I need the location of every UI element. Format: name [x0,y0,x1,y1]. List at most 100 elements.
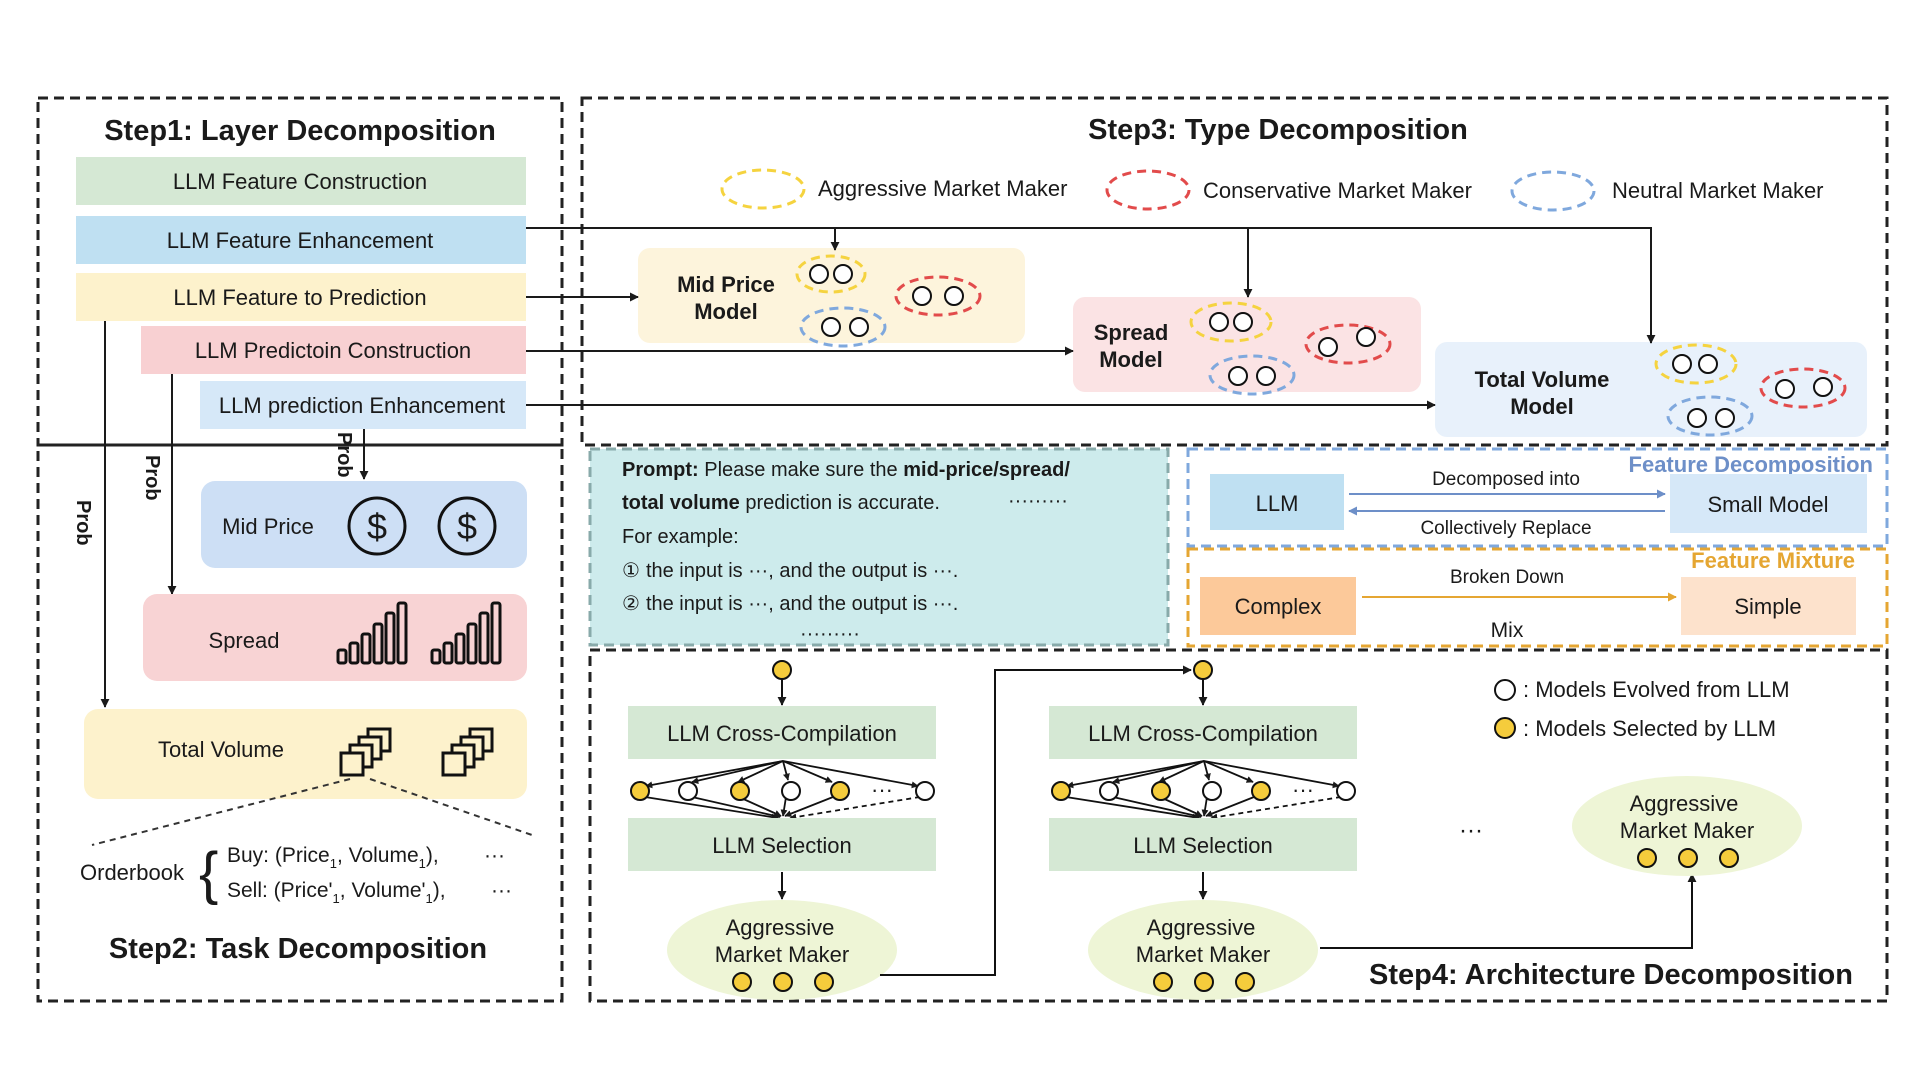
stacked-squares-icon [339,727,392,777]
svg-text:$: $ [367,506,387,547]
pipeline-connector-arrow [880,665,1192,976]
feature-decomposition-border [1186,447,1889,548]
mid-aggressive-cluster [795,254,867,294]
orderbook: Orderbook { Buy: (Price1, Volume1), ··· … [80,778,533,906]
spread-model-box [1073,297,1421,392]
evolved-model-dot [915,781,935,801]
fd-small-model-box [1670,474,1867,533]
step3-border [580,96,1889,447]
selected-model-dot [1678,848,1698,868]
selected-model-dot [772,660,792,680]
step1-title: Step1: Layer Decomposition [104,115,496,147]
prob-arrows [100,321,369,708]
layer-list: LLM Feature Construction LLM Feature Enh… [76,157,526,429]
layer-label-2: LLM Feature Enhancement [167,228,434,253]
pipeline1-cross-compilation-label: LLM Cross-Compilation [667,721,897,746]
layer-box-4 [141,326,526,374]
selected-model-dot [1235,972,1255,992]
spread-neutral-cluster [1208,354,1296,396]
legend-conservative-ellipse [1105,169,1191,211]
fm-simple-label: Simple [1734,594,1801,619]
selected-model-dot [730,781,750,801]
volume-conservative-cluster [1759,367,1847,409]
pipeline2-selection-box [1049,818,1357,871]
evolved-model-dot [678,781,698,801]
prompt-box [588,447,1170,647]
prompt-line-2: total volume prediction is accurate. [622,492,940,514]
legend-selected-dot [1494,717,1516,739]
model-circle [912,286,932,306]
bar-chart-icon [336,601,408,665]
evolved-model-dot [1099,781,1119,801]
final-result-ellipse [1572,776,1802,876]
model-circle [944,286,964,306]
total-volume-task-label: Total Volume [158,737,284,762]
pipeline1-selection-box [628,818,936,871]
legend-aggressive-label: Aggressive Market Maker [818,176,1067,201]
prob-label-spread: Prob [141,455,163,501]
section-borders [36,96,1889,1003]
legend-evolved-dot [1494,679,1516,701]
legend-neutral-ellipse [1510,170,1596,212]
legend-selected-label: : Models Selected by LLM [1523,716,1776,741]
selected-model-dot [630,781,650,801]
fd-llm-box [1210,474,1344,530]
pipeline1-result-label-2: Market Maker [715,942,849,967]
pipeline2-edges [1065,760,1342,821]
orderbook-label: Orderbook [80,860,185,885]
pipeline1-selection-label: LLM Selection [712,833,851,858]
pipeline-mid-ellipsis: ··· [1459,817,1483,844]
step2-title: Step2: Task Decomposition [109,933,487,965]
feature-decomposition-title: Feature Decomposition [1629,452,1873,477]
fm-top-label: Broken Down [1450,567,1564,588]
orderbook-sell-ellipsis: ··· [491,879,512,902]
model-circle [1356,327,1376,347]
pipeline1-cross-compilation-box [628,706,936,759]
evolved-model-dot [781,781,801,801]
final-result-label-2: Market Maker [1620,818,1754,843]
mid-conservative-cluster [894,275,982,317]
feature-mixture: Feature Mixture Complex Simple Broken Do… [1186,547,1889,648]
fd-small-model-label: Small Model [1707,492,1828,517]
feature-decomposition: Feature Decomposition LLM Small Model De… [1186,447,1889,548]
type-legend: Aggressive Market Maker Conservative Mar… [720,168,1824,212]
selected-model-dot [814,972,834,992]
legend-conservative-label: Conservative Market Maker [1203,178,1472,203]
orderbook-buy: Buy: (Price1, Volume1), [227,844,439,871]
total-volume-model-box [1435,342,1867,437]
evolved-model-dot [1202,781,1222,801]
model-circle [1318,337,1338,357]
model-circle [1233,312,1253,332]
model-circle [821,317,841,337]
step1-border [36,96,564,447]
svg-text:$: $ [457,506,477,547]
spread-model-label-1: Spread [1094,320,1169,345]
model-circle [1209,312,1229,332]
prompt-dots: ········· [1008,490,1068,512]
volume-neutral-cluster [1666,395,1754,437]
pipeline2-selection-label: LLM Selection [1133,833,1272,858]
model-circle [809,264,829,284]
selected-model-dot [1153,972,1173,992]
spread-model-label-2: Model [1099,347,1163,372]
pipeline1-result-label-1: Aggressive [726,915,835,940]
orderbook-zoom-line-left [91,778,351,846]
prob-label-volume: Prob [72,500,94,546]
evolution-pipeline-1: LLM Cross-Compilation ··· LLM Selection … [628,660,936,1000]
selected-model-dot [1719,848,1739,868]
selected-model-dot [1637,848,1657,868]
pipeline1-edges [644,760,921,821]
final-result-arrow [1320,873,1697,949]
layer-box-5 [200,381,526,429]
mid-price-model: Mid Price Model [638,248,1025,348]
mid-price-model-box [638,248,1025,343]
model-circle [1715,408,1735,428]
pipeline2-cross-compilation-label: LLM Cross-Compilation [1088,721,1318,746]
pipeline2-result-label-2: Market Maker [1136,942,1270,967]
selected-model-dot [773,972,793,992]
model-circle [1698,354,1718,374]
layer-label-4: LLM Predictoin Construction [195,338,471,363]
